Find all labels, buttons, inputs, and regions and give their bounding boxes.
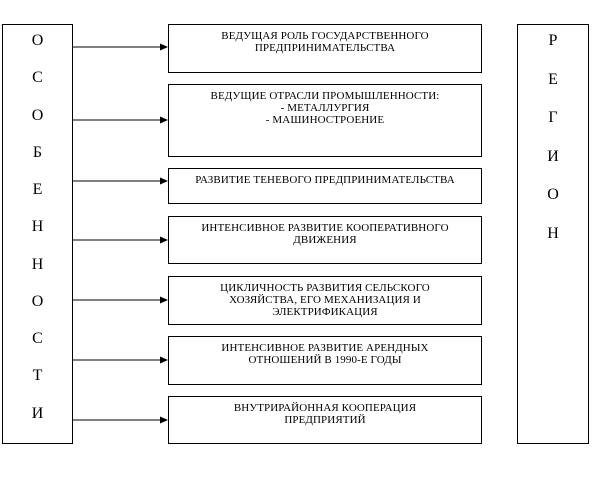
left-letter-9: С	[32, 330, 43, 348]
feature-box-cooperative-movement: ИНТЕНСИВНОЕ РАЗВИТИЕ КООПЕРАТИВНОГО ДВИЖ…	[168, 216, 482, 264]
left-letter-1: О	[31, 32, 44, 49]
right-letter-5: О	[547, 186, 559, 203]
left-letter-3: О	[31, 106, 44, 124]
right-vertical-label-box: Р Е Г И О Н	[517, 24, 589, 444]
left-letter-5: Е	[32, 181, 43, 199]
left-letter-10: Т	[32, 367, 43, 385]
left-letter-7: Н	[31, 255, 44, 273]
right-letter-2: Е	[548, 70, 558, 88]
feature-box-agriculture: ЦИКЛИЧНОСТЬ РАЗВИТИЯ СЕЛЬСКОГО ХОЗЯЙСТВА…	[168, 276, 482, 325]
left-letter-11: И	[31, 404, 44, 422]
feature-box-intraregional-cooperation: ВНУТРИРАЙОННАЯ КООПЕРАЦИЯ ПРЕДПРИЯТИЙ	[168, 396, 482, 444]
feature-box-text: ВЕДУЩИЕ ОТРАСЛИ ПРОМЫШЛЕННОСТИ: - МЕТАЛЛ…	[210, 90, 440, 126]
feature-box-text: ВЕДУЩАЯ РОЛЬ ГОСУДАРСТВЕННОГО ПРЕДПРИНИМ…	[221, 30, 429, 54]
feature-box-state-entrepreneurship: ВЕДУЩАЯ РОЛЬ ГОСУДАРСТВЕННОГО ПРЕДПРИНИМ…	[168, 24, 482, 73]
feature-box-text: ЦИКЛИЧНОСТЬ РАЗВИТИЯ СЕЛЬСКОГО ХОЗЯЙСТВА…	[220, 282, 430, 318]
feature-box-leading-industries: ВЕДУЩИЕ ОТРАСЛИ ПРОМЫШЛЕННОСТИ: - МЕТАЛЛ…	[168, 84, 482, 157]
left-letter-2: С	[32, 69, 43, 87]
left-letter-4: Б	[32, 143, 43, 161]
left-vertical-label-box: О С О Б Е Н Н О С Т И	[2, 24, 73, 444]
right-letter-6: Н	[547, 224, 559, 242]
left-letter-8: О	[31, 292, 44, 310]
feature-box-text: ВНУТРИРАЙОННАЯ КООПЕРАЦИЯ ПРЕДПРИЯТИЙ	[233, 402, 417, 426]
left-letter-6: Н	[31, 218, 44, 236]
feature-box-text: ИНТЕНСИВНОЕ РАЗВИТИЕ КООПЕРАТИВНОГО ДВИЖ…	[201, 222, 449, 246]
right-letter-3: Г	[548, 109, 558, 126]
right-letter-1: Р	[548, 32, 558, 49]
right-letter-4: И	[547, 147, 559, 165]
feature-box-lease-relations: ИНТЕНСИВНОЕ РАЗВИТИЕ АРЕНДНЫХ ОТНОШЕНИЙ …	[168, 336, 482, 385]
feature-box-text: ИНТЕНСИВНОЕ РАЗВИТИЕ АРЕНДНЫХ ОТНОШЕНИЙ …	[221, 342, 429, 366]
feature-box-shadow-entrepreneurship: РАЗВИТИЕ ТЕНЕВОГО ПРЕДПРИНИМАТЕЛЬСТВА	[168, 168, 482, 204]
feature-box-text: РАЗВИТИЕ ТЕНЕВОГО ПРЕДПРИНИМАТЕЛЬСТВА	[195, 174, 455, 186]
